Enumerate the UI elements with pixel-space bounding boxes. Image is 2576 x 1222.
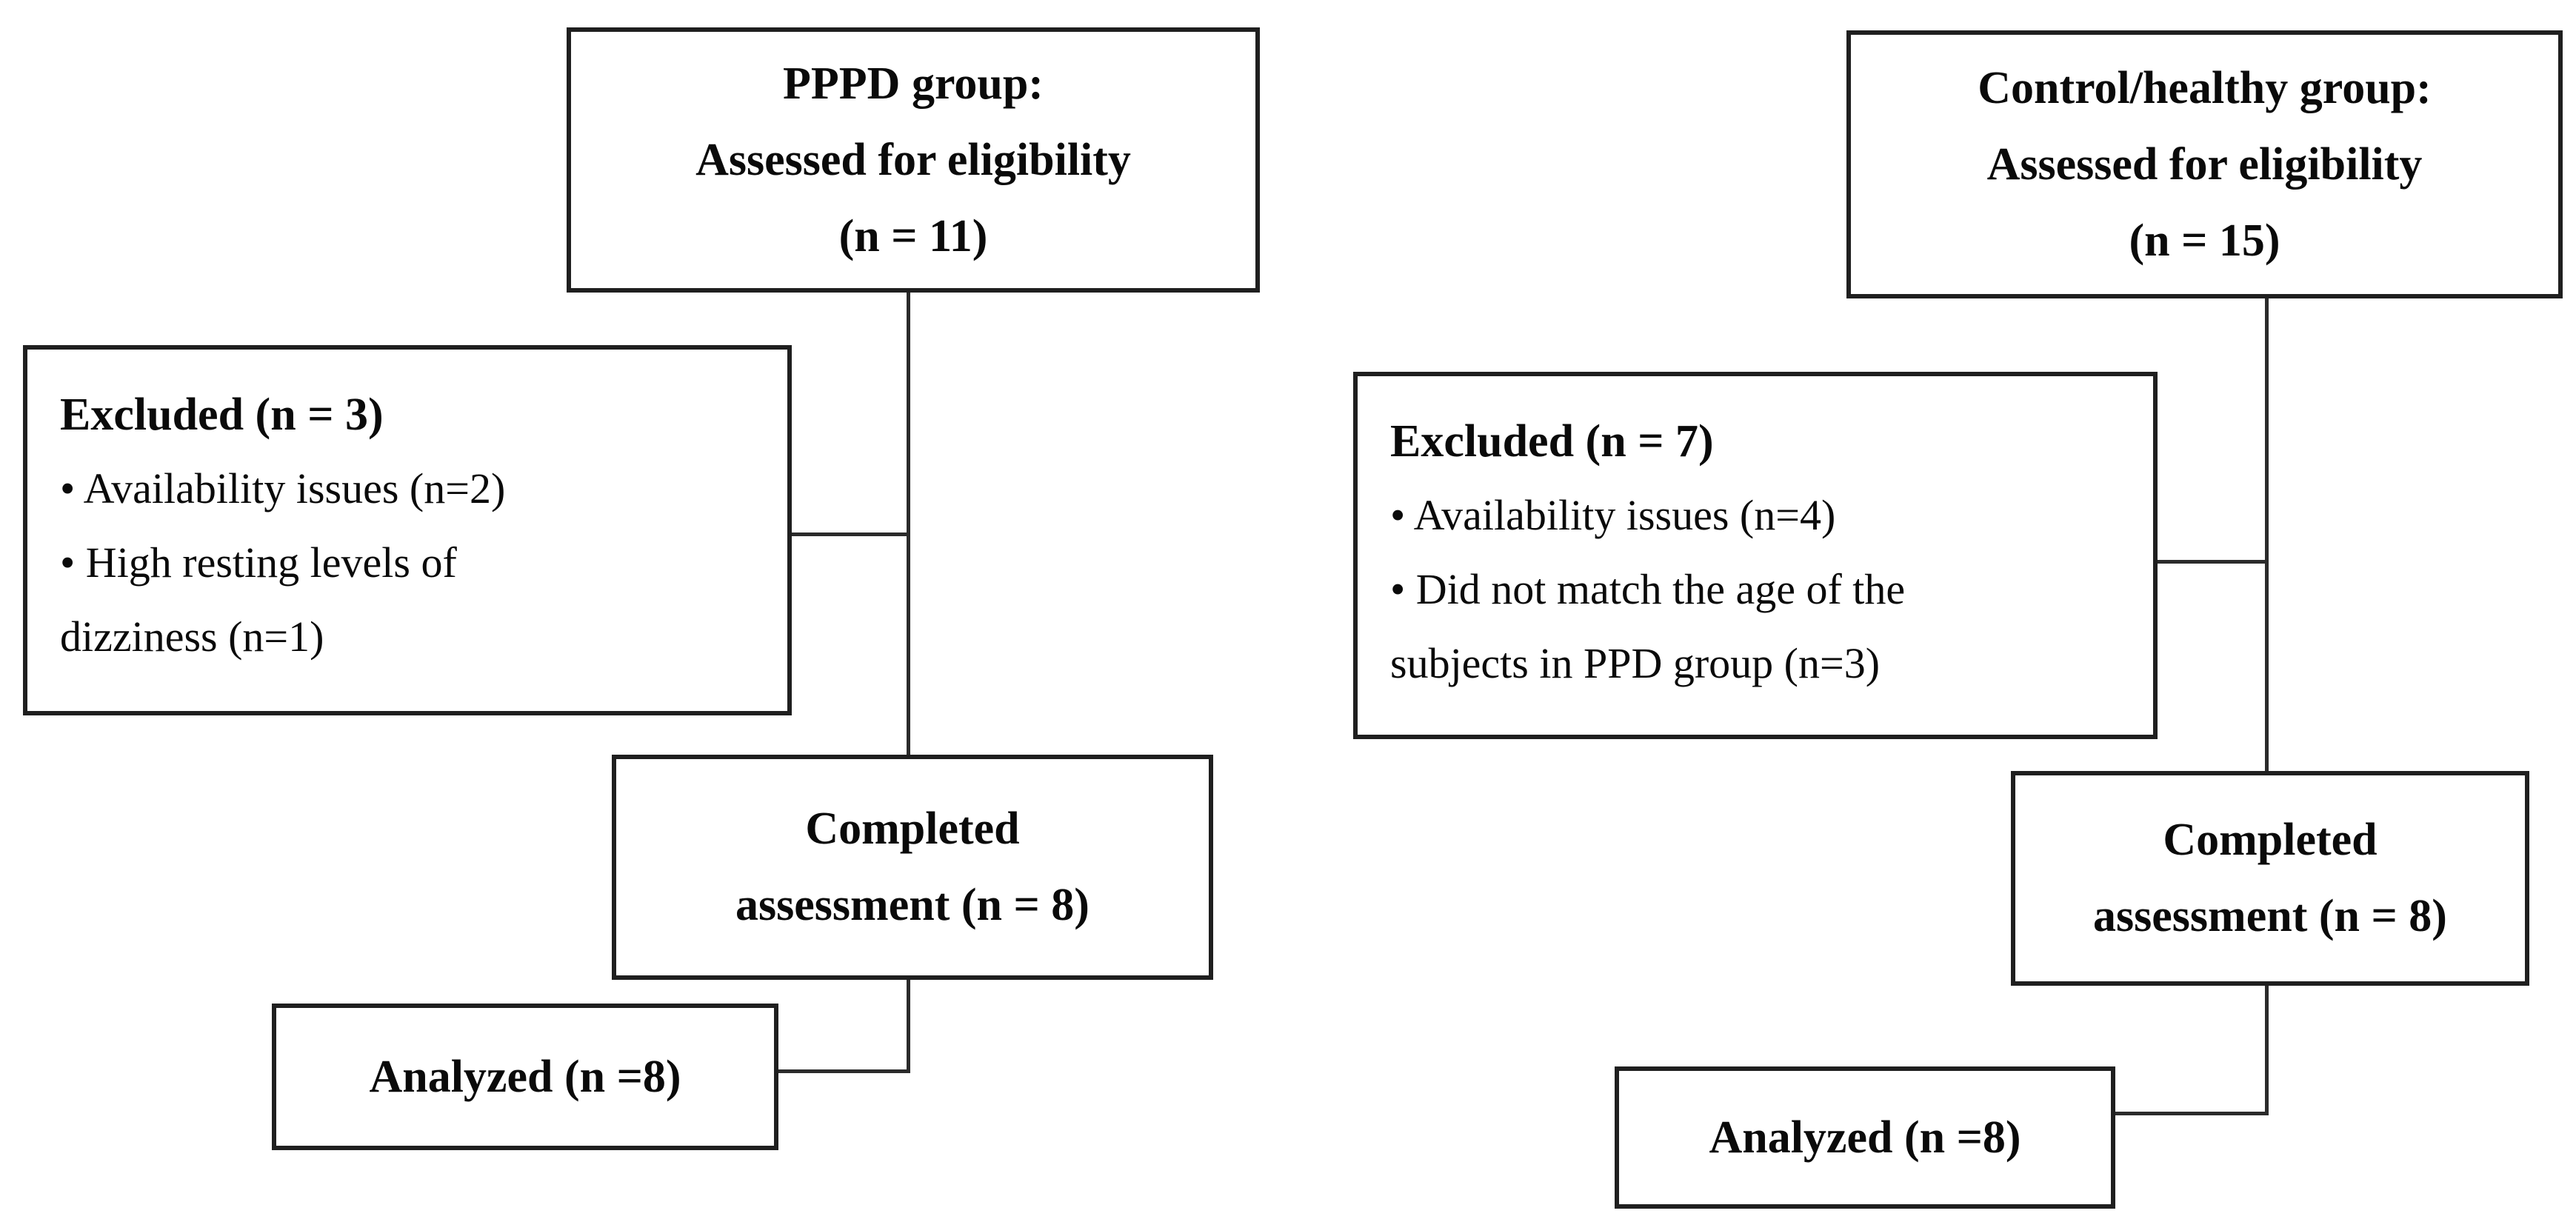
box-text-line: • High resting levels of: [60, 538, 457, 587]
box-text-line: Analyzed (n =8): [369, 1051, 681, 1102]
pppd-connector-eligibility-to-completed: [907, 293, 910, 755]
box-text-line: Analyzed (n =8): [1709, 1112, 2021, 1163]
box-text-line: subjects in PPD group (n=3): [1390, 639, 1881, 687]
pppd-eligibility-box: PPPD group: Assessed for eligibility (n …: [567, 27, 1260, 293]
box-text-line: Assessed for eligibility: [1986, 138, 2423, 190]
box-text-line: Completed: [805, 804, 1020, 854]
box-text-line: • Availability issues (n=2): [60, 464, 506, 512]
control-connector-to-analyzed: [2115, 1112, 2269, 1115]
pppd-connector-to-excluded: [792, 532, 908, 536]
box-text-line: Excluded (n = 7): [1390, 416, 1714, 467]
box-text-line: Control/healthy group:: [1978, 62, 2432, 113]
box-text-line: (n = 11): [838, 210, 988, 261]
control-connector-to-excluded: [2158, 560, 2269, 564]
control-connector-eligibility-to-completed: [2265, 298, 2269, 771]
pppd-connector-completed-down: [907, 980, 910, 1073]
control-eligibility-box: Control/healthy group: Assessed for elig…: [1846, 30, 2563, 298]
box-text-line: (n = 15): [2129, 215, 2280, 266]
control-completed-box: Completed assessment (n = 8): [2011, 771, 2529, 986]
control-excluded-box: Excluded (n = 7) • Availability issues (…: [1353, 372, 2158, 739]
box-text-line: assessment (n = 8): [2093, 891, 2447, 941]
box-text-line: PPPD group:: [783, 58, 1044, 109]
pppd-completed-box: Completed assessment (n = 8): [612, 755, 1213, 980]
box-text-line: assessment (n = 8): [735, 880, 1090, 930]
pppd-connector-to-analyzed: [778, 1069, 910, 1073]
pppd-excluded-box: Excluded (n = 3) • Availability issues (…: [23, 345, 792, 715]
control-analyzed-box: Analyzed (n =8): [1615, 1066, 2115, 1209]
box-text-line: Completed: [2163, 815, 2378, 865]
control-connector-completed-down: [2265, 986, 2269, 1115]
box-text-line: Excluded (n = 3): [60, 390, 384, 440]
box-text-line: • Did not match the age of the: [1390, 565, 1906, 613]
box-text-line: • Availability issues (n=4): [1390, 491, 1836, 539]
pppd-analyzed-box: Analyzed (n =8): [272, 1004, 778, 1150]
box-text-line: Assessed for eligibility: [695, 134, 1131, 185]
box-text-line: dizziness (n=1): [60, 612, 324, 661]
